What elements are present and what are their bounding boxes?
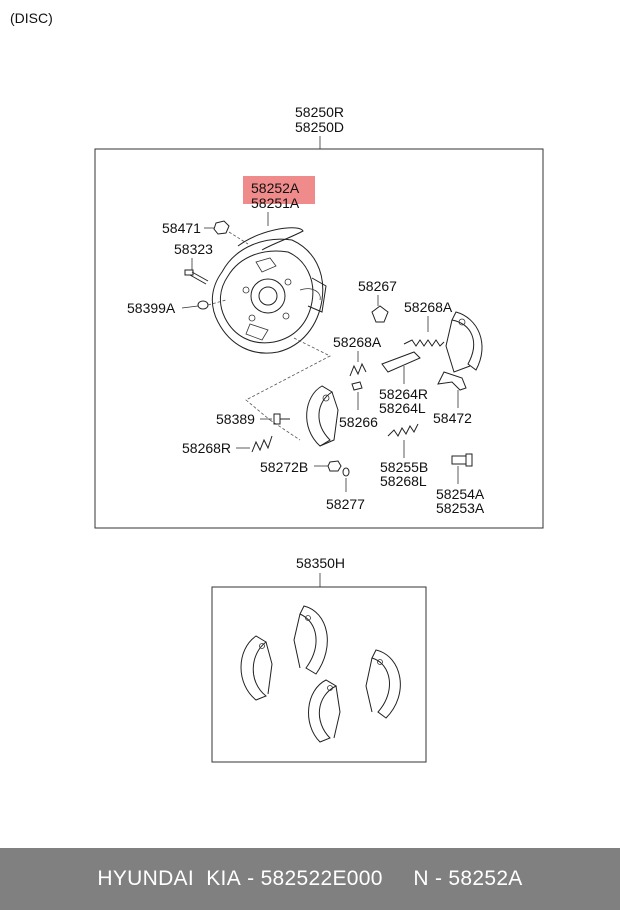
kit-shoe-2 <box>293 605 328 675</box>
adjuster-58264 <box>381 351 421 373</box>
callout-58472: 58472 <box>433 410 472 426</box>
grommet-58399A <box>197 300 209 310</box>
callout-58264L: 58264L <box>379 400 426 416</box>
part-58266 <box>351 381 363 391</box>
callout-58266: 58266 <box>339 414 378 430</box>
nut-58471 <box>213 220 230 235</box>
footer-part-number: 582522E000 <box>260 867 383 890</box>
spring-58268A-top <box>403 339 445 347</box>
assembly-label-d: 58250D <box>295 119 344 135</box>
assembly-label-r: 58250R <box>295 104 344 120</box>
backing-plate <box>211 227 327 354</box>
part-58254A <box>451 453 473 467</box>
callout-58268R: 58268R <box>182 440 231 456</box>
brake-shoe-right <box>445 311 483 373</box>
footer-brand: HYUNDAI KIA <box>97 867 242 890</box>
pin-58389 <box>273 413 290 425</box>
callout-58277: 58277 <box>326 496 365 512</box>
footer-sep-1: - <box>241 867 261 890</box>
clip-58267 <box>371 305 389 323</box>
callout-58255B: 58255B <box>380 459 428 475</box>
highlight-box <box>243 176 315 204</box>
footer-bar: HYUNDAI KIA - 582522E000 N - 58252A <box>0 848 620 910</box>
assembly-frame <box>94 148 544 529</box>
nut-58272B <box>327 460 342 472</box>
kit-frame <box>211 586 427 763</box>
callout-58268A-mid: 58268A <box>333 334 382 350</box>
spring-58268A-mid <box>349 362 367 377</box>
kit-shoe-3 <box>308 679 341 743</box>
footer-gap: N - <box>382 867 449 890</box>
callout-58264R: 58264R <box>379 386 428 402</box>
disc-note: (DISC) <box>10 10 53 26</box>
spring-58268R <box>251 435 273 453</box>
callout-58254A: 58254A <box>436 486 485 502</box>
callout-58252A: 58252A <box>251 180 300 196</box>
bolt-58323 <box>184 269 209 285</box>
callout-58272B: 58272B <box>260 459 308 475</box>
washer-58277 <box>342 467 350 477</box>
callout-58251A: 58251A <box>251 195 300 211</box>
brake-parts-diagram: (DISC) 58250R 58250D 58252A 58251A 58471… <box>10 10 544 763</box>
kit-shoe-4 <box>365 649 401 719</box>
brake-shoe-left <box>306 385 339 447</box>
callout-58323: 58323 <box>174 241 213 257</box>
kit-shoe-1 <box>240 635 273 701</box>
callout-58268A-top: 58268A <box>404 299 453 315</box>
callout-58471: 58471 <box>162 220 201 236</box>
callout-58389: 58389 <box>216 411 255 427</box>
callout-58399A: 58399A <box>127 300 176 316</box>
lever-58472 <box>437 371 467 391</box>
callout-58253A: 58253A <box>436 500 485 516</box>
kit-label: 58350H <box>296 555 345 571</box>
callout-58268L: 58268L <box>380 473 427 489</box>
callout-58267: 58267 <box>358 278 397 294</box>
spring-58255B <box>387 423 419 437</box>
footer-ref-number: 58252A <box>448 867 523 890</box>
